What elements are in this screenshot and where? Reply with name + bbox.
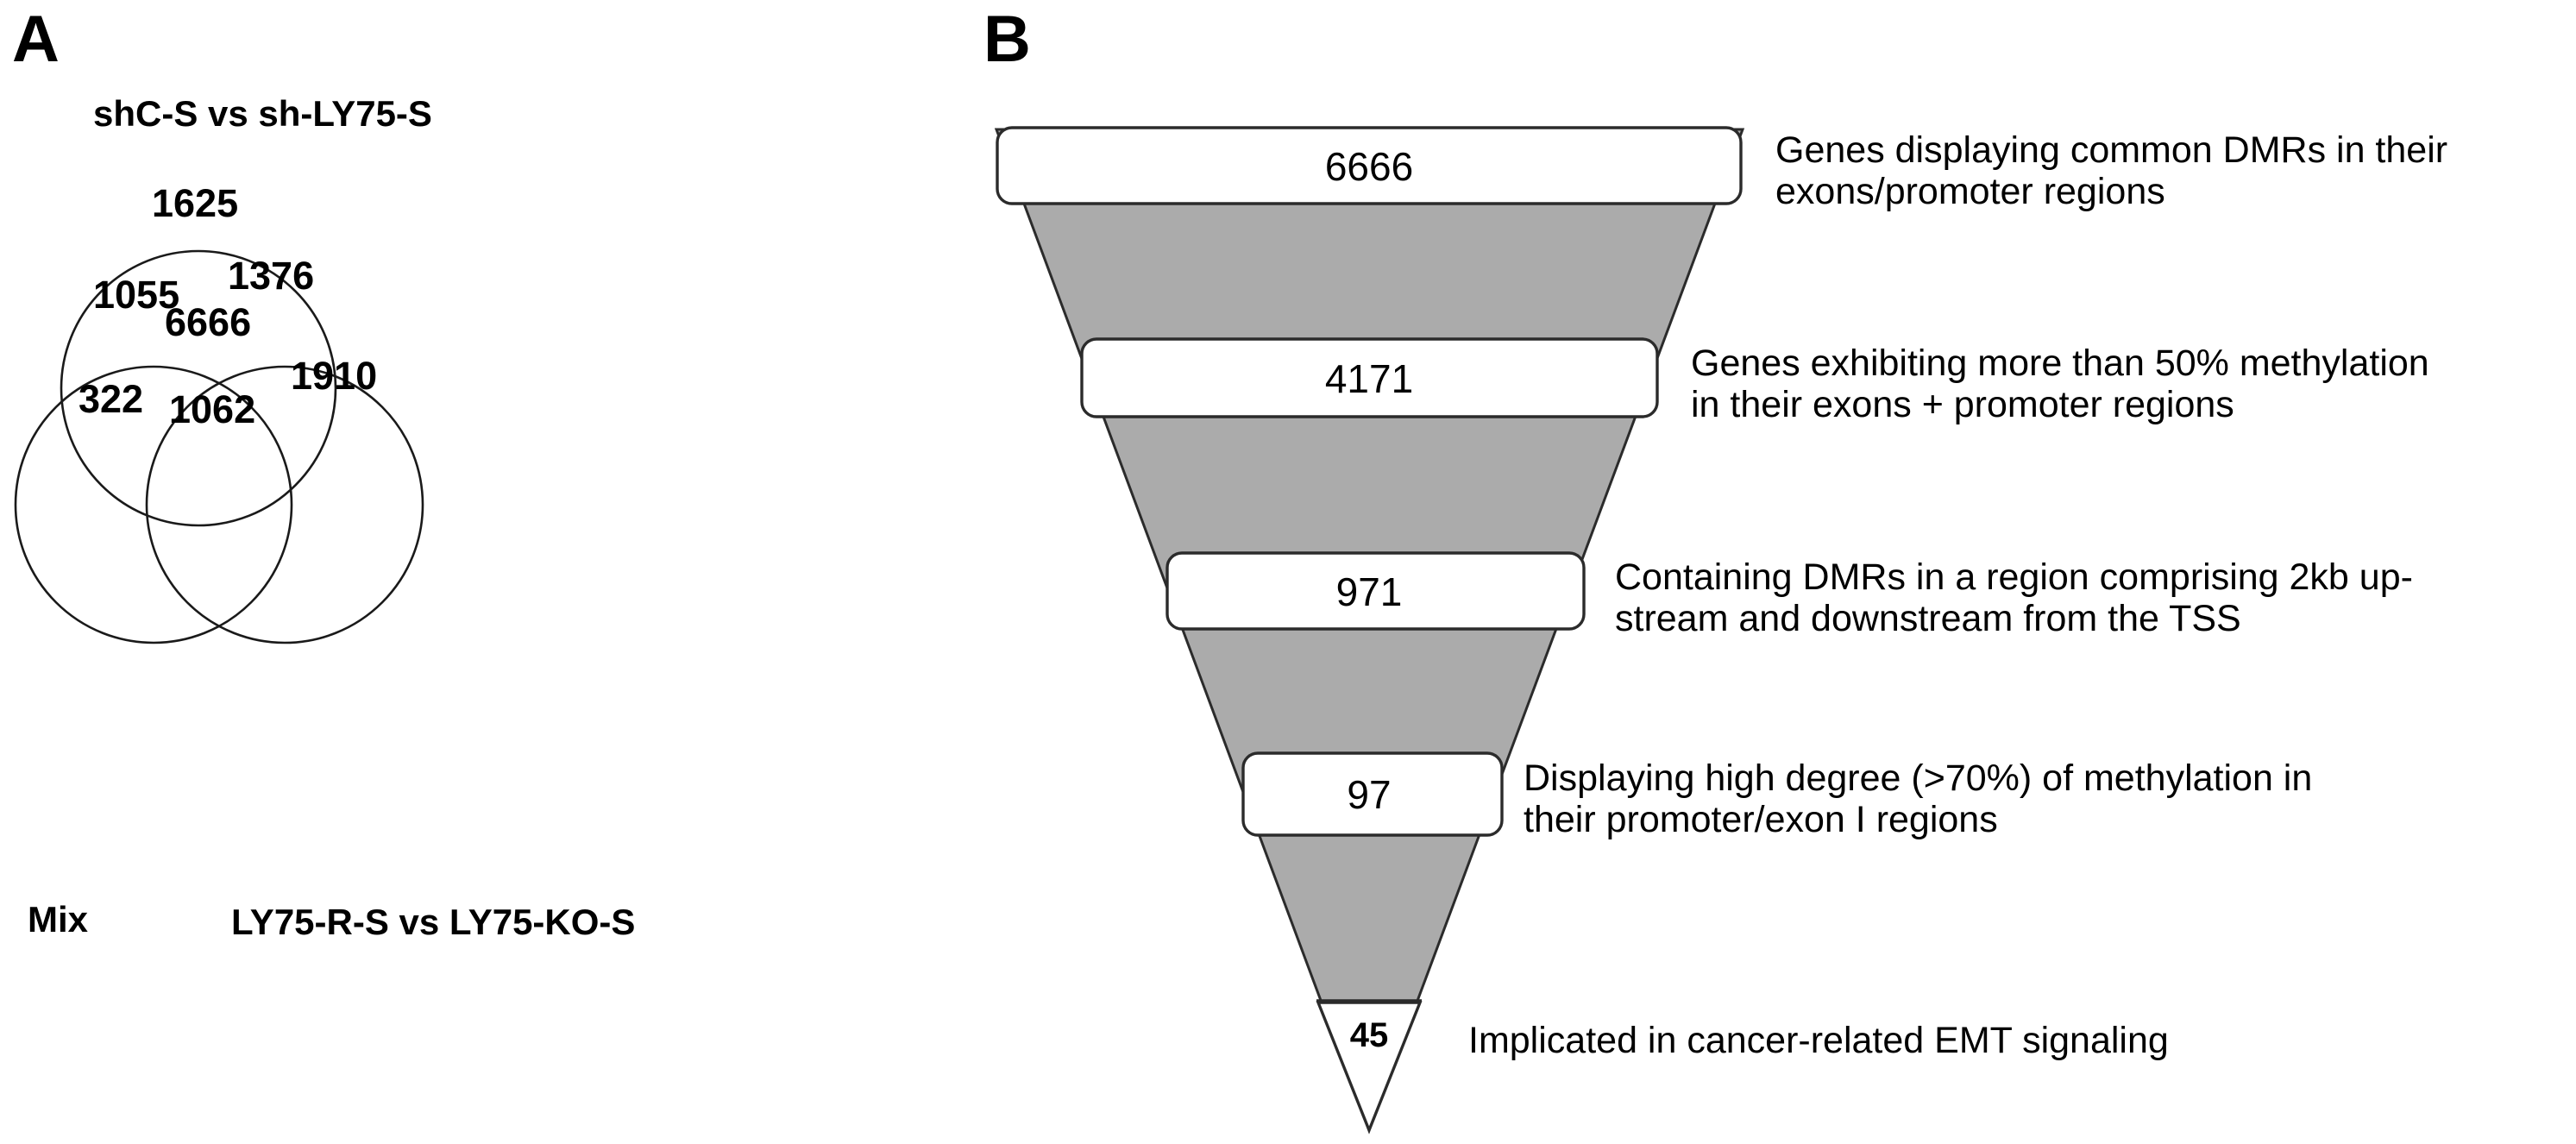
venn-count-left-and-right: 1062 bbox=[169, 387, 256, 431]
funnel-box-4 bbox=[1241, 751, 1504, 837]
venn-circle-left bbox=[14, 365, 293, 644]
funnel-caption-2-line-1: Genes exhibiting more than 50% methylati… bbox=[1691, 343, 2429, 384]
venn-count-all-three: 6666 bbox=[165, 300, 252, 344]
funnel-caption-5-line-1: Implicated in cancer-related EMT signali… bbox=[1468, 1020, 2169, 1061]
funnel-box-3 bbox=[1165, 551, 1586, 631]
venn-diagram-svg bbox=[14, 249, 424, 644]
venn-set-label-top: shC-S vs sh-LY75-S bbox=[93, 93, 432, 134]
panel-b-funnel: B 6666 4171 971 97 45 Genes displaying c bbox=[949, 0, 2576, 1144]
funnel-caption-4-line-2: their promoter/exon I regions bbox=[1524, 799, 1998, 841]
funnel-box-1 bbox=[996, 126, 1743, 205]
funnel-diagram-svg bbox=[994, 126, 1745, 1135]
venn-count-left-only: 322 bbox=[79, 377, 144, 421]
funnel-box-2 bbox=[1080, 337, 1659, 418]
funnel-caption-1-line-2: exons/promoter regions bbox=[1775, 171, 2165, 213]
venn-count-top-only: 1625 bbox=[152, 181, 239, 225]
funnel-caption-1-line-1: Genes displaying common DMRs in their bbox=[1775, 129, 2448, 171]
venn-count-top-and-left: 1055 bbox=[93, 273, 180, 317]
funnel-caption-2: Genes exhibiting more than 50% methylati… bbox=[1691, 343, 2562, 425]
venn-count-top-and-right: 1376 bbox=[228, 254, 315, 298]
funnel-value-2: 4171 bbox=[1324, 356, 1414, 401]
venn-circle-top bbox=[60, 249, 337, 527]
funnel-caption-3: Containing DMRs in a region comprising 2… bbox=[1615, 556, 2564, 639]
funnel-caption-3-line-2: stream and downstream from the TSS bbox=[1615, 598, 2241, 640]
panel-a-label: A bbox=[12, 3, 60, 76]
venn-circle-right bbox=[145, 365, 424, 644]
funnel-caption-3-line-1: Containing DMRs in a region comprising 2… bbox=[1615, 556, 2413, 598]
funnel-caption-4: Displaying high degree (>70%) of methyla… bbox=[1524, 757, 2559, 840]
venn-count-right-only: 1910 bbox=[291, 354, 378, 398]
funnel-caption-2-line-2: in their exons + promoter regions bbox=[1691, 384, 2234, 426]
funnel-value-4: 97 bbox=[1347, 772, 1392, 817]
venn-set-label-ly75: LY75-R-S vs LY75-KO-S bbox=[231, 902, 636, 942]
funnel-caption-5: Implicated in cancer-related EMT signali… bbox=[1468, 1020, 2547, 1061]
panel-a-venn: A shC-S vs sh-LY75-S Mix LY75-R-S vs LY7… bbox=[0, 0, 949, 1144]
funnel-value-5: 45 bbox=[1349, 1016, 1389, 1054]
funnel-caption-1: Genes displaying common DMRs in their ex… bbox=[1775, 129, 2560, 212]
funnel-caption-4-line-1: Displaying high degree (>70%) of methyla… bbox=[1524, 757, 2313, 799]
venn-set-label-mix: Mix bbox=[28, 899, 89, 940]
funnel-value-3: 971 bbox=[1335, 569, 1403, 614]
funnel-box-5 bbox=[1316, 1001, 1423, 1135]
funnel-value-1: 6666 bbox=[1324, 144, 1414, 189]
panel-b-label: B bbox=[983, 3, 1031, 76]
